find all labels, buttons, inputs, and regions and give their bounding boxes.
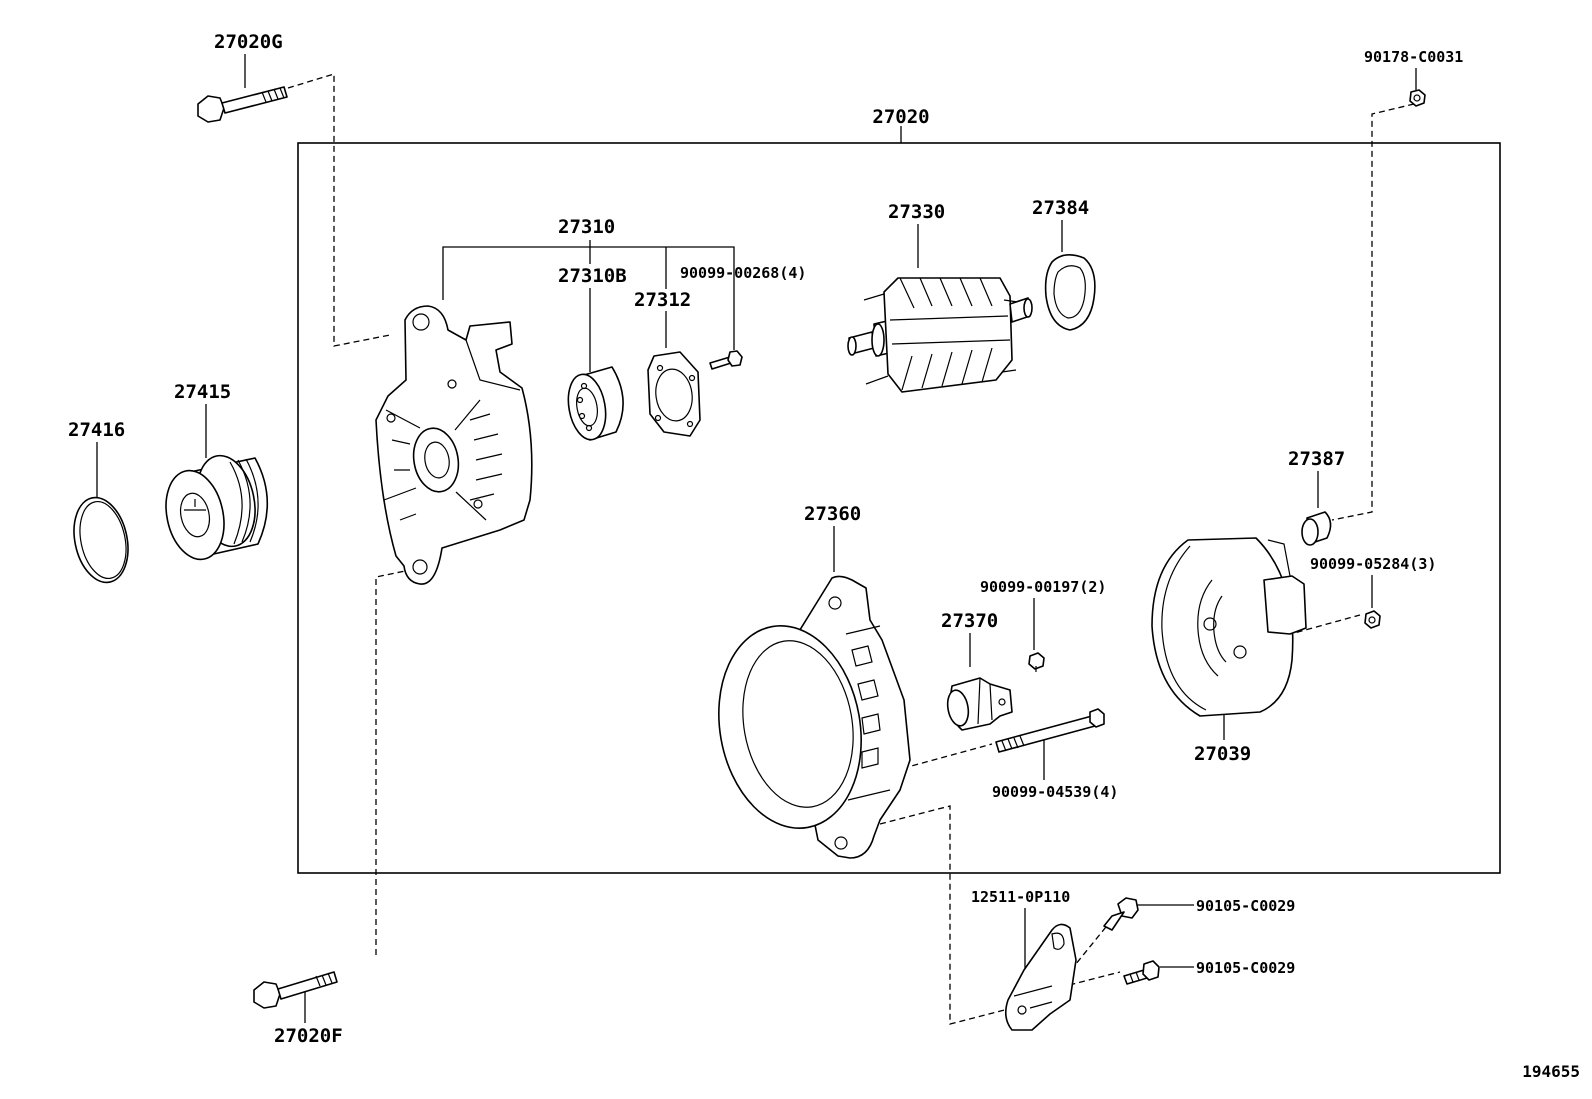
nut-90099-05284-icon[interactable] xyxy=(1364,610,1381,629)
label-12511-0p110[interactable]: 12511-0P110 xyxy=(971,888,1070,906)
insulator-27384-icon[interactable] xyxy=(1044,254,1096,331)
bolt-27020g-icon[interactable] xyxy=(197,86,288,123)
screw-90099-00197-icon[interactable] xyxy=(1028,652,1045,672)
leader-27310-bracket xyxy=(442,246,735,350)
label-90099-00268[interactable]: 90099-00268(4) xyxy=(680,264,806,282)
label-90099-04539[interactable]: 90099-04539(4) xyxy=(992,783,1118,801)
label-90178-c0031[interactable]: 90178-C0031 xyxy=(1364,48,1463,66)
retainer-plate-27312-icon[interactable] xyxy=(647,351,701,437)
label-90099-00197[interactable]: 90099-00197(2) xyxy=(980,578,1106,596)
bolt-27020f-icon[interactable] xyxy=(253,971,338,1009)
label-27020g[interactable]: 27020G xyxy=(214,31,283,53)
label-27384[interactable]: 27384 xyxy=(1032,197,1089,219)
pulley-27415-icon[interactable] xyxy=(158,450,269,565)
label-27020: 27020 xyxy=(872,106,929,128)
label-27020f[interactable]: 27020F xyxy=(274,1025,343,1047)
figure-number: 194655 xyxy=(1522,1062,1580,1081)
label-27387[interactable]: 27387 xyxy=(1288,448,1345,470)
label-27370[interactable]: 27370 xyxy=(941,610,998,632)
brush-holder-27370-icon[interactable] xyxy=(945,677,1013,731)
label-27312[interactable]: 27312 xyxy=(634,289,691,311)
stator-27360-icon[interactable] xyxy=(703,575,911,859)
terminal-insulator-27387-icon[interactable] xyxy=(1301,511,1332,546)
label-90105-c0029-lower[interactable]: 90105-C0029 xyxy=(1196,959,1295,977)
label-90099-05284[interactable]: 90099-05284(3) xyxy=(1310,555,1436,573)
label-90105-c0029-upper[interactable]: 90105-C0029 xyxy=(1196,897,1295,915)
through-bolt-90099-04539-icon[interactable] xyxy=(995,708,1105,753)
bearing-27310b-icon[interactable] xyxy=(564,366,624,443)
rear-cover-27039-icon[interactable] xyxy=(1151,537,1307,717)
rotor-27330-icon[interactable] xyxy=(847,277,1033,393)
label-27310b[interactable]: 27310B xyxy=(558,265,627,287)
drive-end-frame-27310-icon[interactable] xyxy=(375,305,533,585)
bolt-90105-upper-icon[interactable] xyxy=(1103,897,1139,931)
nut-90178-icon[interactable] xyxy=(1409,89,1426,107)
dash-through-bolt xyxy=(892,743,993,772)
bracket-12511-icon[interactable] xyxy=(1004,923,1077,1031)
dash-27020f xyxy=(375,569,411,955)
dash-90178 xyxy=(1331,103,1415,521)
screw-90099-00268-icon[interactable] xyxy=(709,350,743,370)
label-27416[interactable]: 27416 xyxy=(68,419,125,441)
label-27330[interactable]: 27330 xyxy=(888,201,945,223)
dash-27020g xyxy=(287,73,391,347)
dash-bracket xyxy=(879,805,1013,1025)
label-27415[interactable]: 27415 xyxy=(174,381,231,403)
snap-ring-27416-icon[interactable] xyxy=(67,493,136,588)
label-27360[interactable]: 27360 xyxy=(804,503,861,525)
label-27310[interactable]: 27310 xyxy=(558,216,615,238)
label-27039[interactable]: 27039 xyxy=(1194,743,1251,765)
bolt-90105-lower-icon[interactable] xyxy=(1123,960,1160,985)
assembly-frame xyxy=(297,142,1501,874)
dash-90099-05284 xyxy=(1286,614,1361,636)
